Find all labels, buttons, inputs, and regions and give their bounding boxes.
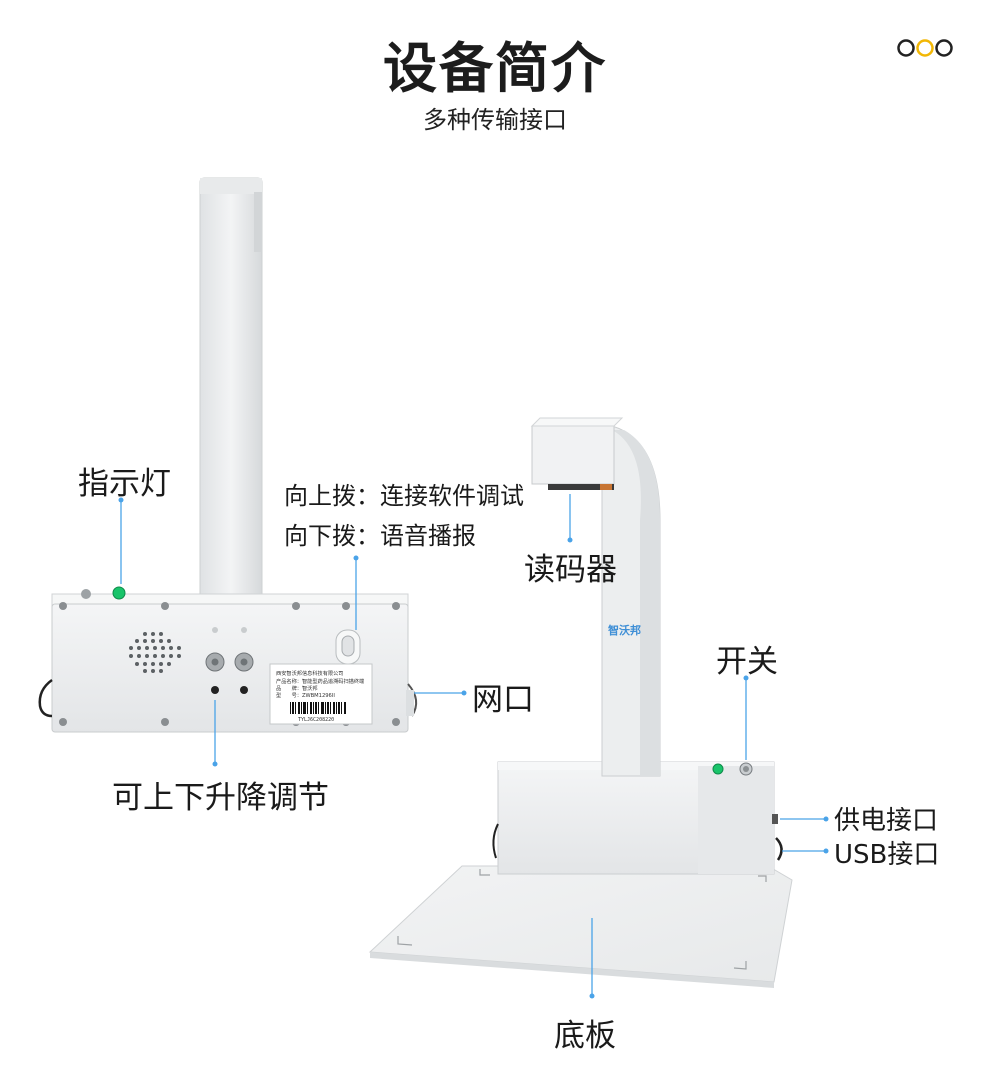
speaker-grille-icon (129, 632, 181, 673)
label-power-switch: 开关 (716, 644, 778, 680)
label-usb-port: USB接口 (834, 840, 940, 870)
label-network-port: 网口 (472, 682, 534, 718)
decorative-dots-icon (897, 39, 953, 57)
label-power-port: 供电接口 (834, 806, 939, 836)
label-switch-up: 向上拨：连接软件调试 (284, 482, 524, 510)
label-indicator-light: 指示灯 (78, 466, 171, 502)
brand-logo: 智沃邦 (608, 623, 641, 637)
right-device (368, 417, 793, 988)
sticker-company: 西安智沃邦信息科技有限公司 (276, 669, 343, 677)
left-device (38, 177, 418, 733)
label-height-adjust: 可上下升降调节 (112, 780, 329, 816)
label-code-reader: 读码器 (524, 552, 617, 588)
sticker-serial: TYLJ6C208220 (298, 717, 334, 723)
page-title: 设备简介 (383, 37, 607, 100)
page-subtitle: 多种传输接口 (423, 106, 567, 134)
label-switch-down: 向下拨：语音播报 (284, 522, 476, 550)
label-base-plate: 底板 (554, 1018, 616, 1054)
sticker-line-1: 产品名称：智能型药品追溯码扫描终端 (276, 677, 364, 685)
sticker-line-3: 型 号：ZWBM1296II (276, 691, 335, 699)
sticker-line-2: 品 牌：智沃邦 (276, 684, 318, 692)
barcode-icon (290, 702, 346, 714)
